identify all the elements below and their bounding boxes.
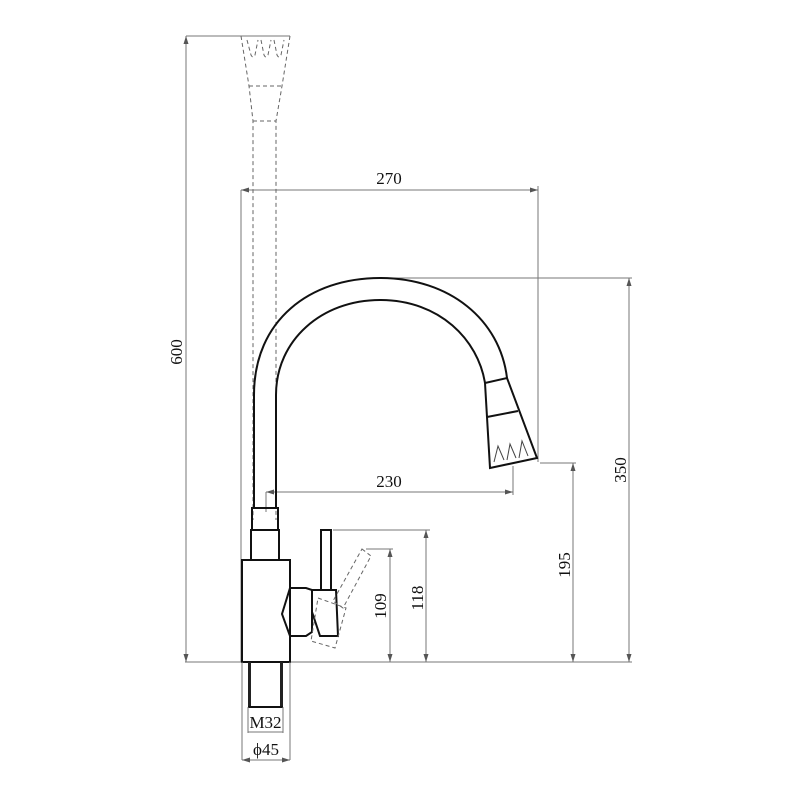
dimension-230-label: 230 <box>376 472 402 491</box>
thread-size-label: M32 <box>249 713 281 732</box>
dimension-195-label: 195 <box>555 552 574 578</box>
dimension-195: 195 <box>540 462 576 662</box>
mounting-shank: M32 ϕ45 <box>241 662 291 763</box>
dimension-350: 350 <box>380 277 632 662</box>
faucet-body <box>241 559 313 663</box>
base-diameter-label: ϕ45 <box>253 740 279 759</box>
lever-handle[interactable] <box>311 529 340 637</box>
dimension-350-label: 350 <box>611 457 630 483</box>
lever-handle-tilted-dashed <box>310 548 372 649</box>
spray-nozzle-head <box>483 376 539 470</box>
dimension-118-label: 118 <box>408 586 427 611</box>
dimension-118: 118 <box>333 529 430 662</box>
dimension-109: 109 <box>366 548 393 662</box>
dimension-600: 600 <box>167 35 290 662</box>
swivel-collar <box>250 507 280 561</box>
dimension-230: 230 <box>265 466 514 512</box>
gooseneck-spout <box>253 276 508 508</box>
dimension-109-label: 109 <box>371 593 390 619</box>
dimension-600-label: 600 <box>167 339 186 365</box>
dimension-270-label: 270 <box>376 169 402 188</box>
pull-out-spray-head-dashed <box>240 35 291 520</box>
